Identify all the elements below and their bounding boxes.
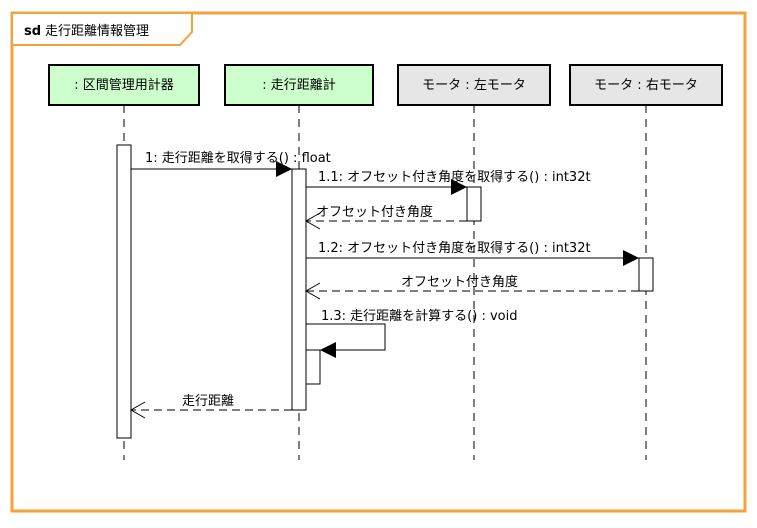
frame-kind-label: sd: [24, 24, 41, 39]
lifeline-head-right-motor[interactable]: [569, 64, 723, 106]
arrowhead-return-1: [129, 401, 146, 419]
return-label-1: 走行距離: [182, 394, 234, 409]
arrowhead-message-1-1: [451, 179, 467, 195]
arrowhead-return-1-2: [304, 282, 321, 300]
activation-odometer: [291, 168, 307, 411]
arrowhead-message-1-2: [623, 250, 639, 266]
message-line-1-3: [306, 323, 386, 351]
activation-right-motor: [638, 257, 654, 292]
frame-title-text: 走行距離情報管理: [45, 24, 149, 39]
arrowhead-return-1-1: [304, 212, 321, 230]
arrowhead-message-1-3: [320, 342, 336, 358]
frame-title: sd 走行距離情報管理: [24, 24, 149, 39]
return-label-1-1: オフセット付き角度: [316, 204, 433, 220]
activation-odometer-self: [305, 349, 321, 385]
lifeline-label-right-motor: モータ : 右モータ: [594, 78, 698, 93]
message-label-1: 1: 走行距離を取得する() : float: [145, 150, 331, 166]
message-label-1-1: 1.1: オフセット付き角度を取得する() : int32t: [318, 169, 591, 185]
message-label-1-3: 1.3: 走行距離を計算する() : void: [321, 308, 518, 324]
lifeline-label-left-motor: モータ : 左モータ: [422, 78, 526, 93]
frame-title-tab: [11, 12, 193, 46]
lifeline-head-kukan[interactable]: [48, 64, 200, 106]
arrowhead-message-1: [276, 161, 292, 177]
lifeline-head-left-motor[interactable]: [397, 64, 551, 106]
return-label-1-2: オフセット付き角度: [401, 274, 518, 290]
message-label-1-2: 1.2: オフセット付き角度を取得する() : int32t: [318, 240, 591, 256]
lifeline-head-odometer[interactable]: [224, 64, 374, 106]
lifeline-label-odometer: : 走行距離計: [262, 77, 336, 93]
lifeline-label-kukan: : 区間管理用計器: [74, 77, 174, 93]
activation-kukan: [116, 144, 132, 439]
activation-left-motor: [466, 186, 482, 222]
